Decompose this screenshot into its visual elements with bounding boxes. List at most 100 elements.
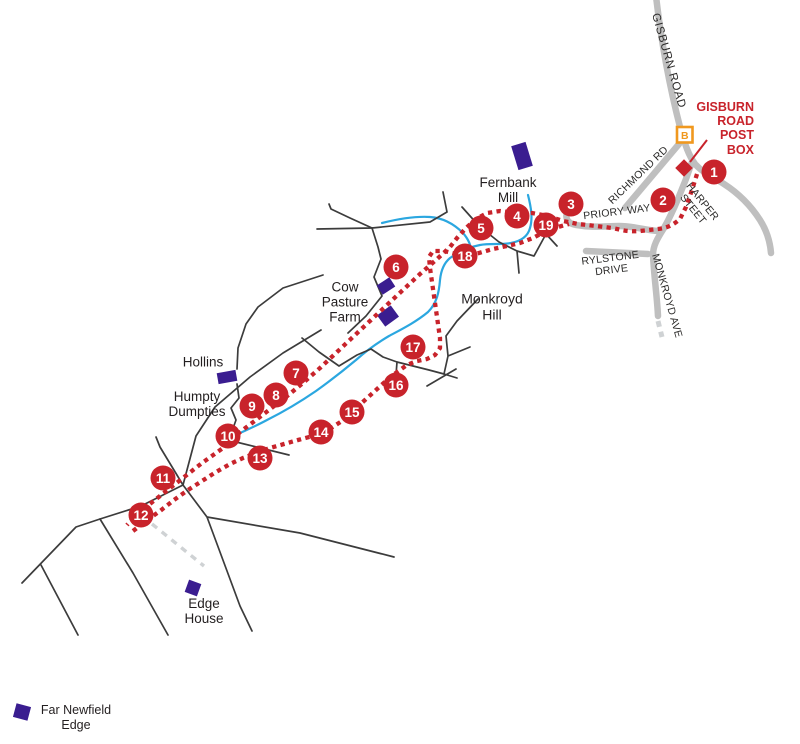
waypoint-number: 5 [477,221,485,236]
waypoint-circle [533,212,559,238]
field-boundary-line [21,484,184,584]
waypoint-number: 9 [248,399,256,414]
field-boundary-line [301,337,458,379]
waypoint-marker-10: 10 [215,423,241,449]
waypoint-marker-3: 3 [558,191,584,217]
waypoint-number: 14 [313,425,329,440]
waypoint-marker-15: 15 [339,399,365,425]
waypoint-marker-7: 7 [283,360,309,386]
waypoint-circle [339,399,365,425]
waypoint-circle [383,254,409,280]
waypoint-marker-4: 4 [504,203,530,229]
track-dashed-line [150,522,206,568]
field-boundary-line [40,564,79,636]
waypoint-number: 19 [538,218,553,233]
waypoint-number: 3 [567,197,575,212]
b-marker-box [675,125,694,144]
waypoint-circle [150,465,176,491]
waypoint-number: 13 [252,451,268,466]
label-line: ROAD [717,114,754,129]
waypoint-circle [239,393,265,419]
gisburn-road-line [653,0,775,257]
waypoint-number: 8 [272,388,280,403]
waypoint-number: 2 [659,193,667,208]
waypoint-number: 1 [710,165,718,180]
field-boundary-line [155,436,184,486]
waypoint-marker-1: 1 [701,159,727,185]
waypoint-marker-6: 6 [383,254,409,280]
postbox-group: B [675,125,708,177]
field-boundary-line [236,274,324,370]
waypoint-circle [701,159,727,185]
field-boundary-line [328,203,373,229]
field-boundary-line [443,298,479,375]
waypoint-number: 16 [388,378,404,393]
field-boundary-line [316,191,448,230]
waypoint-marker-17: 17 [400,334,426,360]
waypoint-number: 17 [405,340,420,355]
waypoint-number: 11 [156,471,171,486]
waypoint-number: 7 [292,366,300,381]
waypoint-circle [452,243,478,269]
hollins-building [216,369,238,385]
dashed-tracks [150,320,665,568]
roads [563,0,775,320]
field-boundary-line [182,484,395,632]
waypoint-circle [247,445,273,471]
waypoint-number: 4 [513,209,521,224]
waypoint-circle [650,187,676,213]
waypoint-circle [215,423,241,449]
label-line: Edge [61,718,91,732]
route-return-dotted-line [131,221,570,533]
buildings [12,141,533,721]
waypoint-marker-12: 12 [128,502,154,528]
waypoint-marker-19: 19 [533,212,559,238]
waypoint-circle [283,360,309,386]
waypoint-number: 10 [220,429,235,444]
label-line: GISBURN [696,100,754,114]
waypoint-circle [383,372,409,398]
field-boundary-line [182,329,322,486]
route-outbound-dotted-line [125,173,700,527]
waypoint-number: 18 [457,249,473,264]
waypoint-circle [128,502,154,528]
waypoint-marker-9: 9 [239,393,265,419]
postbox-pointer-line [689,139,708,163]
edge-house-building [184,579,202,597]
richmond-road-line [621,140,683,212]
walking-route [125,173,700,533]
waypoint-marker-8: 8 [263,382,289,408]
fernbank-mill-building [511,141,533,171]
postbox-icon [675,159,693,177]
b-marker-icon: B [675,125,694,144]
waypoint-number: 15 [344,405,360,420]
far-newfield-edge-label: Far Newfield Edge [36,703,116,733]
waypoint-circle [308,419,334,445]
cow-pasture-farm-building-small [376,277,396,295]
waypoint-circle [504,203,530,229]
field-boundary-line [230,383,240,435]
label-line: Far Newfield [40,703,112,717]
stream-line-upper [380,215,473,253]
waypoint-circle [400,334,426,360]
cow-pasture-farm-building-large [377,305,399,327]
field-boundary-line [347,227,383,334]
postbox-label: GISBURN ROAD POST BOX [646,100,754,157]
far-newfield-edge-building-icon [12,703,32,721]
waypoint-marker-14: 14 [308,419,334,445]
waypoint-marker-5: 5 [468,215,494,241]
waypoint-number: 6 [392,260,400,275]
monkroyd-ave-dashed-line [655,320,665,338]
waypoint-marker-13: 13 [247,445,273,471]
waypoint-marker-2: 2 [650,187,676,213]
rylstone-drive-line [582,247,652,258]
label-line: BOX [726,142,754,157]
harper-street-monkroyd-ave-line [649,158,696,320]
waypoint-circle [263,382,289,408]
waypoint-circle [558,191,584,217]
waypoint-number: 12 [133,508,148,523]
field-boundaries [21,191,558,636]
